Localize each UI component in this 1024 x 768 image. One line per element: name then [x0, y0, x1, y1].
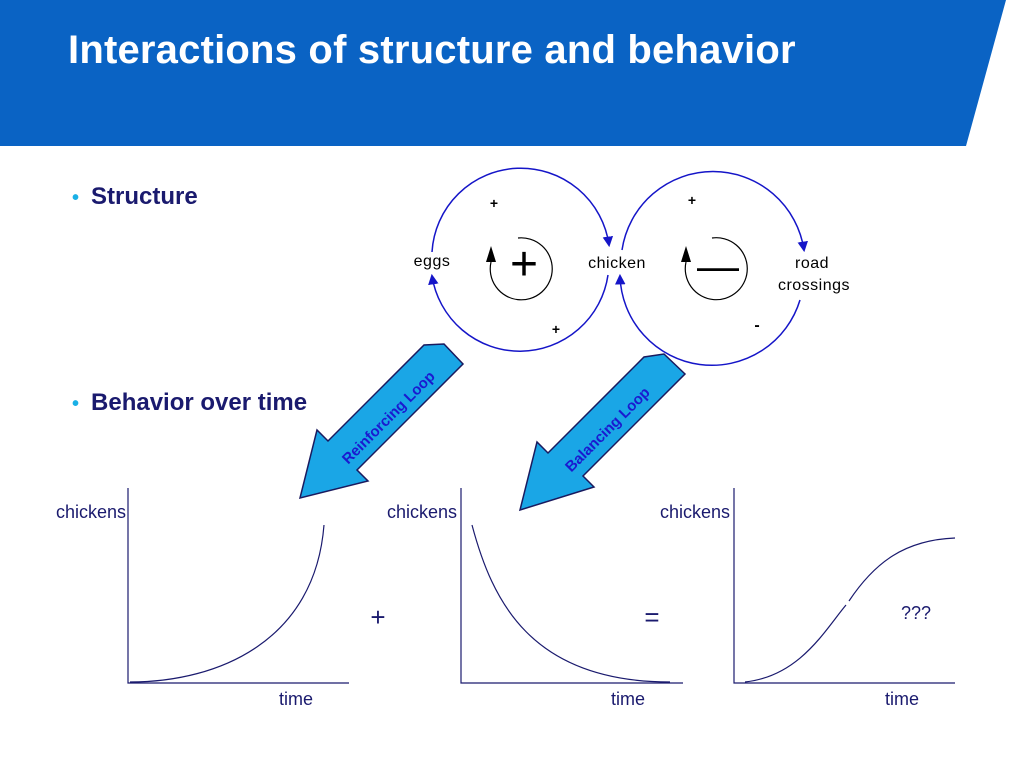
polarity-road-chicken: - — [754, 317, 759, 334]
bullet-structure-text: Structure — [91, 183, 198, 210]
graph-decay-curve — [471, 524, 671, 683]
graph-s-curve-axes — [733, 488, 955, 684]
graph-s-curve-xlabel: time — [885, 689, 919, 709]
link-road-to-chicken — [615, 273, 801, 367]
polarity-chicken-road: + — [688, 192, 696, 208]
slide-title: Interactions of structure and behavior — [68, 28, 796, 72]
graph-growth-axes — [127, 488, 349, 684]
bullet-behavior: • Behavior over time — [72, 389, 307, 417]
graph-decay: chickens time — [387, 488, 683, 709]
graph-s-curve-ylabel: chickens — [660, 502, 730, 522]
graph-s-curve-curve-upper — [848, 537, 956, 602]
bullet-dot-icon: • — [72, 187, 80, 209]
link-eggs-to-chicken — [431, 167, 614, 253]
graph-decay-axes — [460, 488, 683, 684]
plus-operator: + — [370, 602, 385, 632]
polarity-eggs-chicken: + — [490, 195, 498, 211]
graph-growth-xlabel: time — [279, 689, 313, 709]
node-road-crossings-line1: road — [795, 255, 829, 272]
reinforcing-loop-symbol: + — [510, 238, 538, 291]
graph-decay-xlabel: time — [611, 689, 645, 709]
graph-growth-curve — [129, 524, 325, 683]
bullet-behavior-text: Behavior over time — [91, 389, 308, 416]
graph-s-curve: chickens time ??? — [660, 488, 956, 709]
polarity-chicken-eggs: + — [552, 321, 560, 337]
bullet-dot-icon: • — [72, 393, 80, 415]
link-chicken-to-eggs — [428, 273, 609, 352]
graph-decay-ylabel: chickens — [387, 502, 457, 522]
equals-operator: = — [644, 602, 659, 632]
node-chicken: chicken — [588, 255, 646, 272]
graph-growth: chickens time — [56, 488, 349, 709]
link-chicken-to-road — [621, 170, 808, 253]
header-band — [0, 0, 1006, 146]
balancing-loop-icon: — — [681, 237, 748, 301]
reinforcing-loop-icon: + — [486, 237, 553, 301]
node-road-crossings-line2: crossings — [778, 277, 850, 294]
bullet-structure: • Structure — [72, 183, 198, 211]
graph-growth-ylabel: chickens — [56, 502, 126, 522]
causal-loop-diagram: + — eggs chicken road crossings + + + - — [414, 167, 850, 367]
graph-s-curve-curve — [744, 604, 847, 683]
reinforcing-loop-arrow: Reinforcing Loop — [298, 343, 465, 500]
balancing-loop-arrow: Balancing Loop — [518, 353, 687, 512]
graph-s-curve-annotation: ??? — [901, 603, 931, 623]
node-eggs: eggs — [414, 253, 451, 270]
balancing-loop-symbol: — — [697, 242, 739, 289]
